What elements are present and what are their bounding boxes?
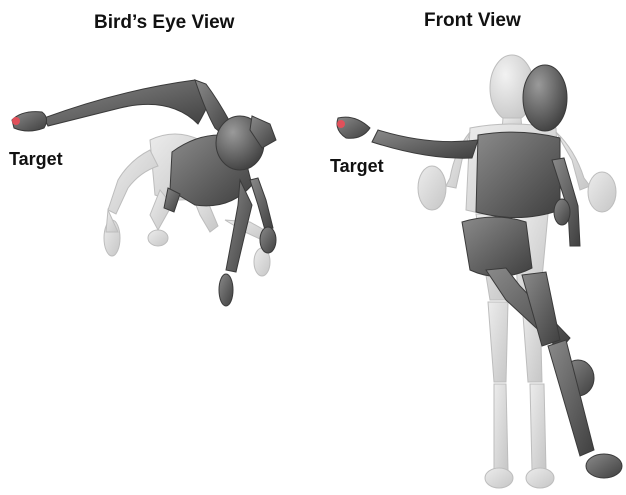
- front-view-target-label: Target: [330, 156, 384, 177]
- birds-eye-active-figure: [12, 80, 276, 306]
- birds-eye-target-label: Target: [9, 149, 63, 170]
